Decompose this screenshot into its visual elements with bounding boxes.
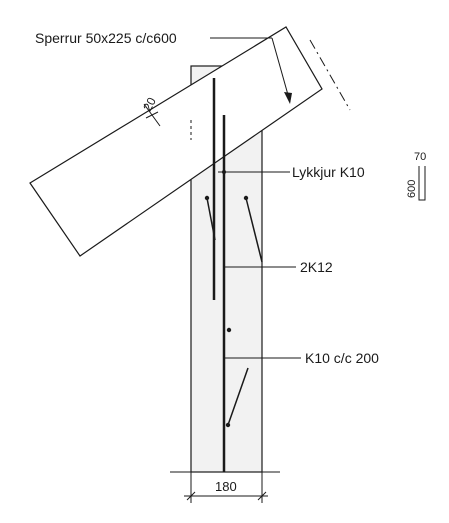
width-tick-right xyxy=(257,491,267,501)
rebar-dot-4 xyxy=(225,422,231,428)
link-diagonal-1 xyxy=(206,197,216,241)
clearance-label: 20 xyxy=(140,95,159,114)
clearance-tick-1 xyxy=(145,111,159,119)
link-diagonal-3 xyxy=(227,367,249,426)
lap-bar-label: Lykkjur K10 xyxy=(292,164,365,180)
link-diagonal-2 xyxy=(245,197,263,263)
rafter-leader-down xyxy=(271,37,291,103)
main-bars-label: 2K12 xyxy=(300,259,333,275)
rafter-leader-arrow xyxy=(284,92,292,104)
rebar-dot-3 xyxy=(226,327,232,333)
rebar-dot-1 xyxy=(204,195,210,201)
rafter-beam xyxy=(29,26,323,257)
section-symbol xyxy=(418,166,426,201)
width-tick-left xyxy=(186,491,196,501)
section-width-label: 70 xyxy=(414,151,426,163)
rafter-label: Sperrur 50x225 c/c600 xyxy=(35,30,177,46)
stirrups-label: K10 c/c 200 xyxy=(305,350,379,366)
section-height-label: 600 xyxy=(406,180,418,198)
lap-bar-leader-dot xyxy=(222,170,226,174)
width-label: 180 xyxy=(215,479,237,494)
rafter-break-line xyxy=(309,39,351,111)
rebar-dot-2 xyxy=(243,195,249,201)
